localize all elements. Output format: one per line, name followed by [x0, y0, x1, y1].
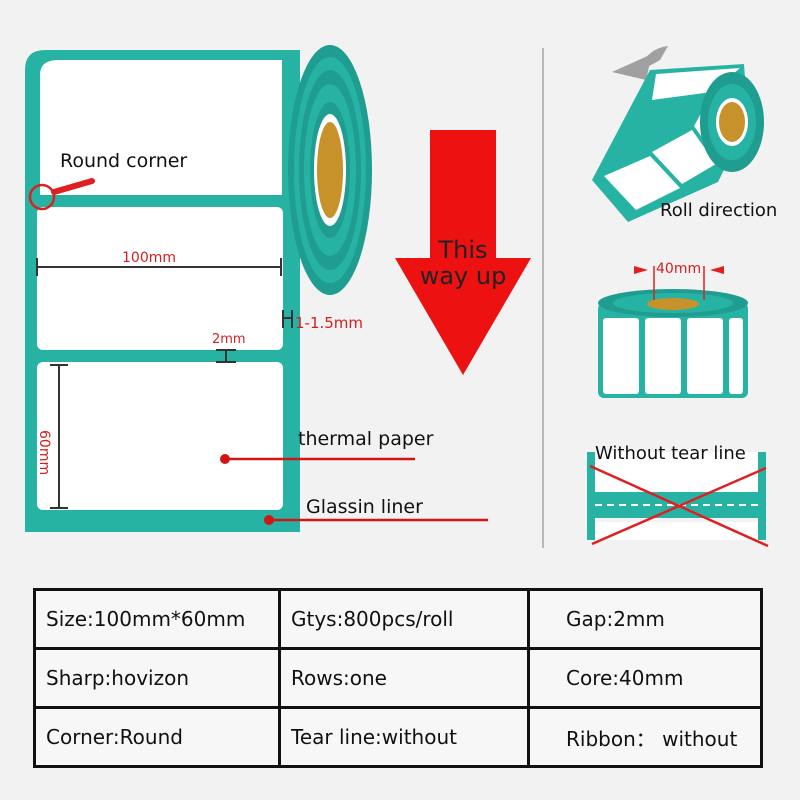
spec-qty: Gtys:800pcs/roll [278, 588, 530, 650]
cross-line-2 [591, 466, 767, 546]
label-top [40, 60, 282, 195]
margin-label: 1-1.5mm [295, 314, 364, 332]
spec-shape: Sharp:hovizon [33, 647, 281, 709]
spec-core: Core:40mm [527, 647, 763, 709]
roll-direction-illustration [592, 46, 764, 222]
arrow-text-line1: This [438, 236, 488, 264]
gap-label: 2mm [212, 332, 246, 347]
roll-side [288, 45, 372, 295]
label-middle [37, 207, 283, 350]
tear-line-label: Without tear line [595, 443, 746, 464]
spec-corner: Corner:Round [33, 706, 281, 768]
table-row: Corner:Round Tear line:without Ribbon： w… [33, 706, 763, 768]
thermal-paper-label: thermal paper [298, 428, 434, 450]
spec-rows: Rows:one [278, 647, 530, 709]
label-bottom [37, 362, 283, 510]
round-corner-label: Round corner [60, 150, 188, 172]
roll-direction-label: Roll direction [660, 200, 778, 221]
height-label: 60mm [36, 430, 52, 476]
label-roll-illustration [25, 45, 769, 548]
glassin-liner-label: Glassin liner [306, 496, 423, 518]
arrow-text-line2: way up [419, 262, 507, 290]
this-way-up-arrow [395, 130, 531, 375]
tear-line-illustration [587, 452, 769, 548]
width-label: 100mm [122, 250, 176, 266]
round-corner-marker [28, 183, 56, 211]
spec-ribbon: Ribbon： without [527, 706, 763, 768]
spec-size: Size:100mm*60mm [33, 588, 281, 650]
core-label: 40mm [656, 261, 702, 277]
table-row: Size:100mm*60mm Gtys:800pcs/roll Gap:2mm [33, 588, 763, 650]
spec-tear-line: Tear line:without [278, 706, 530, 768]
roll-core [317, 122, 343, 218]
core-illustration [598, 266, 748, 398]
spec-table: Size:100mm*60mm Gtys:800pcs/roll Gap:2mm… [33, 588, 763, 768]
spec-gap: Gap:2mm [527, 588, 763, 650]
table-row: Sharp:hovizon Rows:one Core:40mm [33, 647, 763, 709]
